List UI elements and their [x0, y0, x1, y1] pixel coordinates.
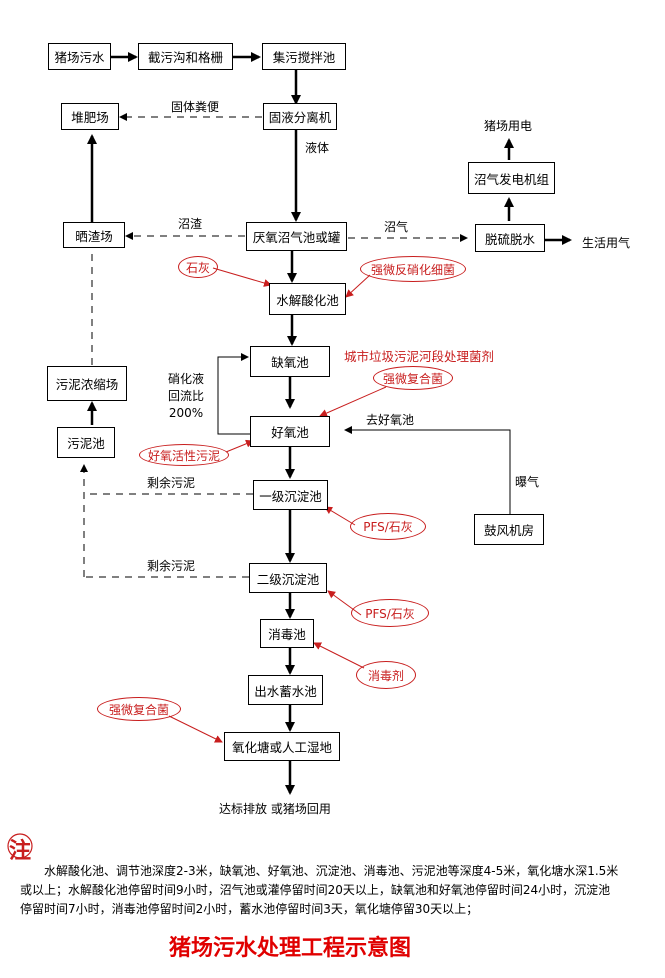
- box-collection-mixing-tank: 集污搅拌池: [262, 43, 346, 70]
- label-pig-farm-power: 猪场用电: [484, 119, 533, 133]
- annotation-municipal-bacteria: 城市垃圾污泥河段处理菌剂: [344, 349, 495, 364]
- box-anoxic-tank: 缺氧池: [250, 346, 330, 377]
- annotation-pfs-lime-1: PFS/石灰: [350, 513, 426, 540]
- label-to-aerobic: 去好氧池: [366, 413, 415, 427]
- box-anaerobic-tank: 厌氧沼气池或罐: [246, 222, 347, 251]
- label-nitrate-return-line-1: 硝化液: [168, 372, 205, 386]
- box-secondary-sedimentation: 二级沉淀池: [249, 563, 327, 593]
- notes-marker-text: 注: [9, 838, 32, 864]
- pointer-activated-sludge: [225, 439, 254, 453]
- page-title: 猪场污水处理工程示意图: [168, 936, 411, 961]
- pointer-pfs-1: [324, 506, 356, 526]
- air-line-to-aerobic: [344, 426, 511, 514]
- annotation-lime: 石灰: [178, 256, 218, 278]
- box-hydrolysis-acidification: 水解酸化池: [269, 283, 346, 315]
- label-domestic-gas: 生活用气: [582, 236, 631, 250]
- label-solid-manure: 固体粪便: [171, 100, 220, 114]
- notes-marker: 注: [6, 832, 34, 864]
- label-biogas: 沼气: [384, 220, 409, 234]
- box-sludge-tank: 污泥池: [57, 427, 115, 458]
- label-discharge: 达标排放 或猪场回用: [219, 802, 331, 816]
- annotation-compound-bacteria-2: 强微复合菌: [97, 697, 181, 721]
- box-compost-yard: 堆肥场: [61, 103, 119, 130]
- label-nitrate-return-line-2: 回流比: [168, 389, 205, 403]
- return-line-nitrate: [217, 353, 250, 435]
- box-blower-room: 鼓风机房: [474, 514, 544, 545]
- annotation-denitrifying-bacteria: 强微反硝化细菌: [360, 256, 466, 282]
- label-liquid: 液体: [305, 141, 330, 155]
- label-aeration: 曝气: [515, 475, 540, 489]
- notes-text: 水解酸化池、调节池深度2-3米，缺氧池、好氧池、沉淀池、消毒池、污泥池等深度4-…: [20, 864, 619, 916]
- annotation-activated-sludge: 好氧活性污泥: [139, 444, 229, 466]
- box-disinfection-tank: 消毒池: [260, 619, 314, 648]
- label-excess-sludge-1: 剩余污泥: [147, 476, 196, 490]
- label-nitrate-return-line-3: 200%: [168, 406, 204, 420]
- annotation-compound-bacteria-1: 强微复合菌: [373, 366, 453, 390]
- pointer-lime: [212, 267, 272, 287]
- pointer-disinfectant: [313, 642, 365, 669]
- box-solid-liquid-separator: 固液分离机: [263, 103, 337, 130]
- pointer-denitrifying: [345, 274, 371, 298]
- label-nitrate-return: 硝化液 回流比 200%: [168, 371, 204, 422]
- box-desulfurization: 脱硫脱水: [475, 224, 545, 252]
- box-pig-farm-wastewater: 猪场污水: [48, 43, 111, 70]
- label-excess-sludge-2: 剩余污泥: [147, 559, 196, 573]
- box-primary-sedimentation: 一级沉淀池: [253, 480, 328, 510]
- annotation-pfs-lime-2: PFS/石灰: [351, 599, 429, 627]
- box-grit-channel-grille: 截污沟和格栅: [138, 43, 233, 70]
- label-biogas-residue: 沼渣: [178, 217, 203, 231]
- box-aerobic-tank: 好氧池: [250, 416, 330, 447]
- box-oxidation-pond: 氧化塘或人工湿地: [224, 732, 340, 761]
- box-biogas-generator: 沼气发电机组: [468, 162, 555, 194]
- pointer-compound-1: [319, 386, 387, 417]
- box-residue-drying-yard: 晒渣场: [63, 222, 125, 248]
- notes-marker-circle-icon: [7, 833, 33, 859]
- box-effluent-storage: 出水蓄水池: [248, 675, 323, 705]
- annotation-disinfectant: 消毒剂: [356, 661, 416, 689]
- box-sludge-thickening: 污泥浓缩场: [47, 366, 127, 401]
- pointer-compound-2: [168, 715, 223, 743]
